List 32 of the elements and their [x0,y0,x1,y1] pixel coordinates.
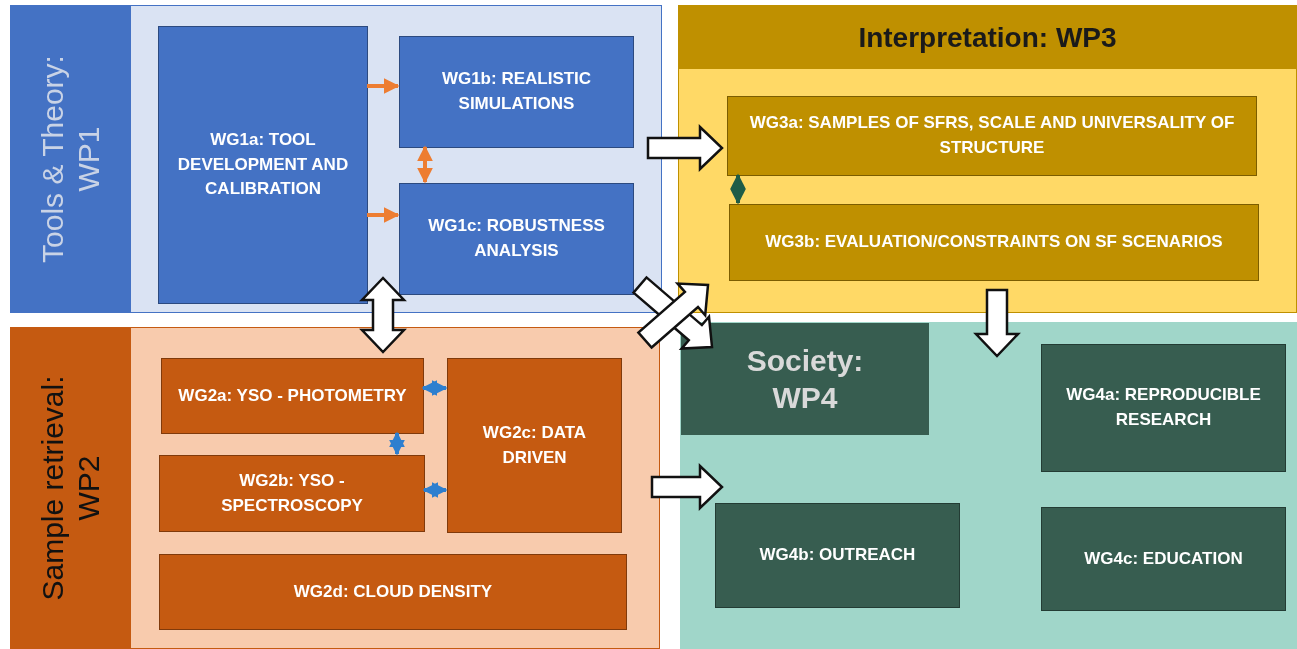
arrow [389,431,405,456]
panel-title: Society: WP4 [681,323,929,435]
work-package-panel [680,322,1297,649]
work-group-box: WG1b: REALISTIC SIMULATIONS [399,36,634,148]
arrow [367,207,400,223]
work-group-box: WG2b: YSO - SPECTROSCOPY [159,455,425,532]
block-arrow [646,124,724,172]
block-arrow [636,282,710,350]
block-arrow [359,276,407,354]
block-arrow [650,463,724,511]
work-group-box: WG2c: DATA DRIVEN [447,358,622,533]
work-group-box: WG4a: REPRODUCIBLE RESEARCH [1041,344,1286,472]
work-group-box: WG2d: CLOUD DENSITY [159,554,627,630]
work-package-panel [678,5,1297,313]
work-group-box: WG4c: EDUCATION [1041,507,1286,611]
work-group-box: WG4b: OUTREACH [715,503,960,608]
work-group-box: WG3b: EVALUATION/CONSTRAINTS ON SF SCENARIOS [729,204,1259,281]
work-group-box: WG1c: ROBUSTNESS ANALYSIS [399,183,634,295]
work-group-box: WG2a: YSO - PHOTOMETRY [161,358,424,434]
panel-title: Tools & Theory: WP1 [35,54,106,265]
panel-title: Sample retrieval: WP2 [35,374,106,603]
panel-title: Interpretation: WP3 [679,6,1296,69]
work-group-box: WG1a: TOOL DEVELOPMENT AND CALIBRATION [158,26,368,304]
arrow [367,78,400,94]
arrow [417,145,433,184]
block-arrow [973,288,1021,358]
arrow [421,380,448,396]
work-package-panel [10,5,662,313]
arrow [730,173,746,205]
work-package-panel [10,327,660,649]
arrow [422,482,448,498]
work-group-box: WG3a: SAMPLES OF SFRS, SCALE AND UNIVERSALITY OF STRUCTURE [727,96,1257,176]
